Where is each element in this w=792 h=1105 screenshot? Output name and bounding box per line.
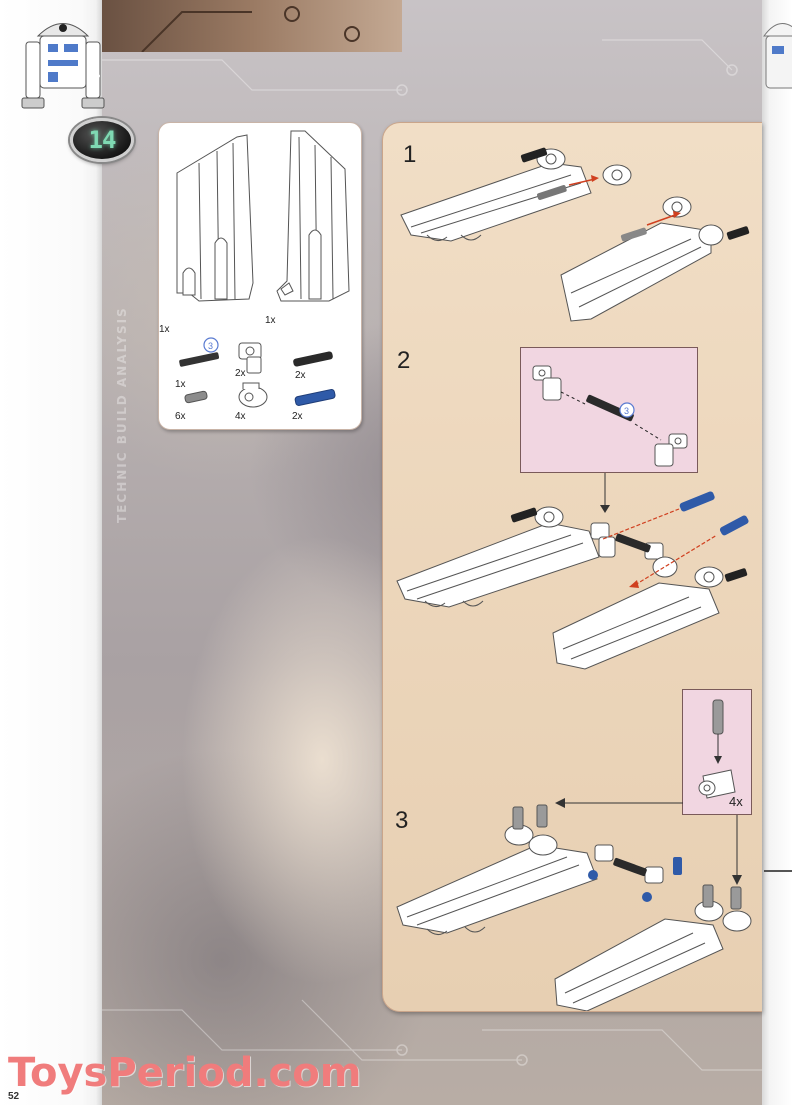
qty-pin-connector: 4x xyxy=(235,411,246,422)
step-3-callout-qty: 4x xyxy=(729,794,743,809)
qty-axle: 1x xyxy=(175,379,186,390)
blue-pin-part xyxy=(294,388,336,406)
page-number: 52 xyxy=(8,1091,20,1102)
qty-blue-pin: 2x xyxy=(292,411,303,422)
black-pin-part xyxy=(293,351,333,367)
step-2-diagram xyxy=(396,473,749,670)
qty-right-panel: 1x xyxy=(265,315,276,326)
pin-connector-part xyxy=(238,382,268,408)
r2-robot-icon-next xyxy=(763,23,792,89)
axle-part: 3 xyxy=(179,337,220,367)
right-panel-part xyxy=(276,130,350,302)
angle-connector-part xyxy=(238,342,262,374)
instructions-panel: 1 2 xyxy=(382,122,762,1012)
qty-grey-pin: 6x xyxy=(175,411,186,422)
step-2-callout: 3 xyxy=(520,347,698,473)
next-page-edge xyxy=(762,0,792,1105)
step-3-diagram xyxy=(396,798,752,1011)
step-2-number: 2 xyxy=(397,347,411,374)
step-3-callout: 4x xyxy=(682,689,752,815)
toysperiod-watermark: ToysPeriod.com xyxy=(8,1050,362,1096)
step-badge-number: 14 xyxy=(88,126,117,154)
step-1-number: 1 xyxy=(403,141,417,168)
step-3-number: 3 xyxy=(395,807,409,834)
circuit-pattern xyxy=(102,39,762,1071)
r2-robot-icon xyxy=(21,23,105,109)
left-panel-part xyxy=(176,134,254,302)
next-page-line xyxy=(764,870,792,872)
header-banner xyxy=(102,0,402,52)
axle-callout-number: 3 xyxy=(208,341,213,351)
qty-black-pin: 2x xyxy=(295,370,306,381)
vertical-label: TECHNIC BUILD ANALYSIS xyxy=(115,306,129,524)
parts-list-panel: 3 1x 1x 1x 2x 2x 6x 4x 2x xyxy=(158,122,362,430)
grey-pin-part xyxy=(184,390,208,404)
step-badge: 14 xyxy=(70,118,134,162)
page-margin xyxy=(0,0,102,1105)
step-2-axle-callout: 3 xyxy=(624,406,629,416)
qty-angle-connector: 2x xyxy=(235,368,246,379)
step-1-diagram xyxy=(400,147,750,322)
qty-left-panel: 1x xyxy=(159,324,170,335)
